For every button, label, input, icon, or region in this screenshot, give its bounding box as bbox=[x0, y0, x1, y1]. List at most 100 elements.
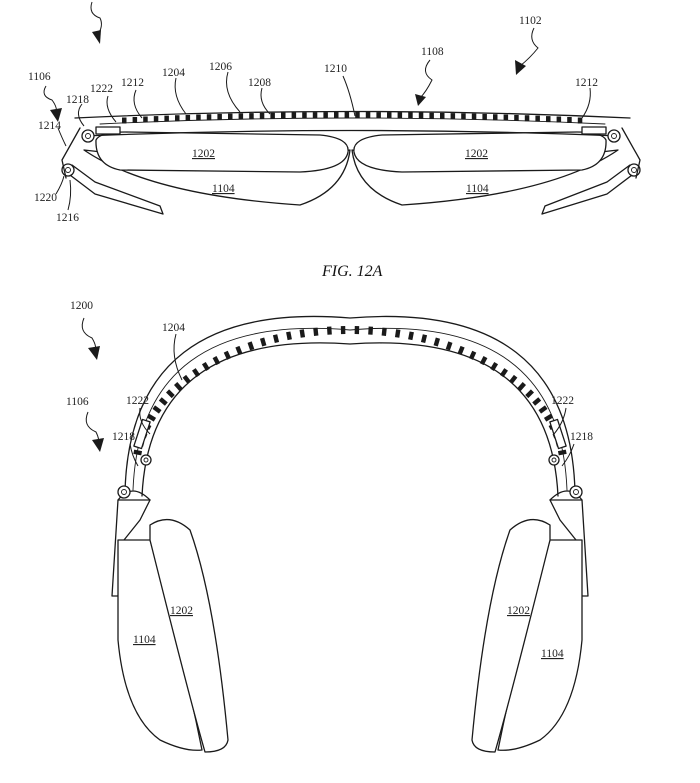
headband-segment bbox=[334, 112, 339, 118]
arch-outer bbox=[124, 315, 576, 493]
left-cushion bbox=[95, 131, 349, 173]
headband-segment bbox=[440, 112, 445, 119]
arch-segment bbox=[354, 326, 360, 335]
left-cup-cushion bbox=[149, 518, 229, 753]
figure-caption: FIG. 12A bbox=[321, 263, 383, 280]
headband-segment bbox=[493, 114, 498, 121]
headband-segment bbox=[514, 114, 519, 121]
arch-mid bbox=[132, 327, 568, 491]
headband-segment bbox=[429, 112, 434, 119]
headband-segment bbox=[312, 112, 318, 119]
right-slider-block bbox=[549, 418, 567, 450]
label-1216: 1216 bbox=[56, 212, 79, 224]
right-stem bbox=[541, 164, 637, 215]
headband-segment bbox=[503, 114, 509, 121]
arch-segment bbox=[490, 361, 499, 372]
headband-segment bbox=[323, 112, 328, 119]
arch-segment bbox=[517, 382, 526, 391]
headband-segment bbox=[122, 117, 127, 124]
headband-segment bbox=[376, 112, 381, 119]
headband-segment bbox=[164, 115, 169, 122]
bottom-view-labels: 1200 1204 1106 1222 1218 1222 1218 1202 … bbox=[66, 300, 593, 660]
top-view bbox=[43, 1, 641, 215]
label-1104-right: 1104 bbox=[466, 183, 489, 195]
arch-segment bbox=[381, 327, 387, 337]
arch-segment bbox=[182, 374, 191, 384]
label-1204-bottom: 1204 bbox=[162, 322, 185, 334]
headband-inner bbox=[84, 129, 621, 137]
arch-segment bbox=[133, 449, 143, 456]
headband-segment bbox=[577, 117, 583, 124]
headband-segment bbox=[270, 112, 275, 119]
label-1206: 1206 bbox=[209, 61, 232, 73]
arch-segment bbox=[174, 382, 183, 391]
label-1222-left: 1222 bbox=[126, 395, 149, 407]
arrow-1200 bbox=[88, 346, 100, 360]
label-1106-bottom: 1106 bbox=[66, 396, 89, 408]
arch-segment bbox=[538, 405, 548, 414]
headband-segment bbox=[291, 112, 297, 119]
arch-segment bbox=[212, 356, 221, 366]
arch-segment bbox=[532, 397, 542, 406]
label-1104-left: 1104 bbox=[212, 183, 235, 195]
left-slider-pivot bbox=[140, 454, 152, 466]
label-1202-left-bottom: 1202 bbox=[170, 605, 193, 617]
right-cup-cushion bbox=[471, 518, 551, 753]
bottom-view bbox=[81, 315, 589, 753]
right-upper-hinge bbox=[607, 129, 621, 143]
headband-segment bbox=[228, 113, 233, 120]
headband-segment bbox=[344, 112, 350, 118]
headband-segment bbox=[175, 115, 180, 122]
arch-segment bbox=[420, 334, 428, 344]
arrow-1102-left bbox=[92, 30, 101, 44]
headband-segment bbox=[471, 113, 477, 120]
label-1106: 1106 bbox=[28, 71, 51, 83]
arch-segment bbox=[368, 326, 374, 335]
arch-segment bbox=[557, 449, 567, 456]
arrow-1106-bottom bbox=[92, 438, 104, 452]
headband-segment bbox=[355, 112, 360, 118]
arch-segment bbox=[394, 329, 401, 338]
headband-segment bbox=[567, 117, 572, 123]
label-1218-right: 1218 bbox=[570, 431, 593, 443]
label-1212-left: 1212 bbox=[121, 77, 144, 89]
headband-segment bbox=[450, 113, 456, 120]
headband-segment bbox=[418, 112, 424, 119]
arch-segment bbox=[468, 350, 477, 360]
label-1104-left-bottom: 1104 bbox=[133, 634, 156, 646]
headband-segment bbox=[249, 113, 254, 120]
arch-segment bbox=[152, 405, 162, 414]
arch-segment bbox=[313, 327, 319, 337]
label-1104-right-bottom: 1104 bbox=[541, 648, 564, 660]
headband-segment bbox=[365, 112, 371, 118]
left-upper-hinge bbox=[81, 129, 95, 143]
arch-segment bbox=[525, 389, 534, 399]
arrow-1102 bbox=[515, 60, 526, 75]
arch-segment bbox=[299, 329, 306, 338]
arch-segment bbox=[259, 337, 267, 347]
headband-segment bbox=[546, 116, 551, 123]
headband-segment bbox=[206, 114, 212, 121]
headband-outer bbox=[74, 110, 631, 119]
arch-segment bbox=[408, 331, 414, 341]
headband-segment bbox=[556, 116, 562, 123]
arrow-1108 bbox=[415, 94, 426, 106]
label-1102: 1102 bbox=[519, 15, 542, 27]
label-1222-right: 1222 bbox=[551, 395, 574, 407]
headband-segment bbox=[217, 113, 222, 120]
right-slider bbox=[581, 126, 607, 135]
label-1204: 1204 bbox=[162, 67, 185, 79]
arch-segment bbox=[235, 345, 243, 355]
arch-segment bbox=[457, 345, 465, 355]
arch-segment bbox=[479, 356, 488, 366]
label-1202-left: 1202 bbox=[192, 148, 215, 160]
arch-segment bbox=[201, 361, 210, 372]
headband-segment bbox=[153, 116, 159, 123]
arch-segment bbox=[146, 413, 157, 422]
headband-segment bbox=[281, 112, 286, 119]
headband-segment bbox=[535, 115, 540, 122]
headband-segment bbox=[196, 114, 201, 121]
headband-segment bbox=[397, 112, 403, 119]
headband-segment bbox=[259, 112, 265, 119]
